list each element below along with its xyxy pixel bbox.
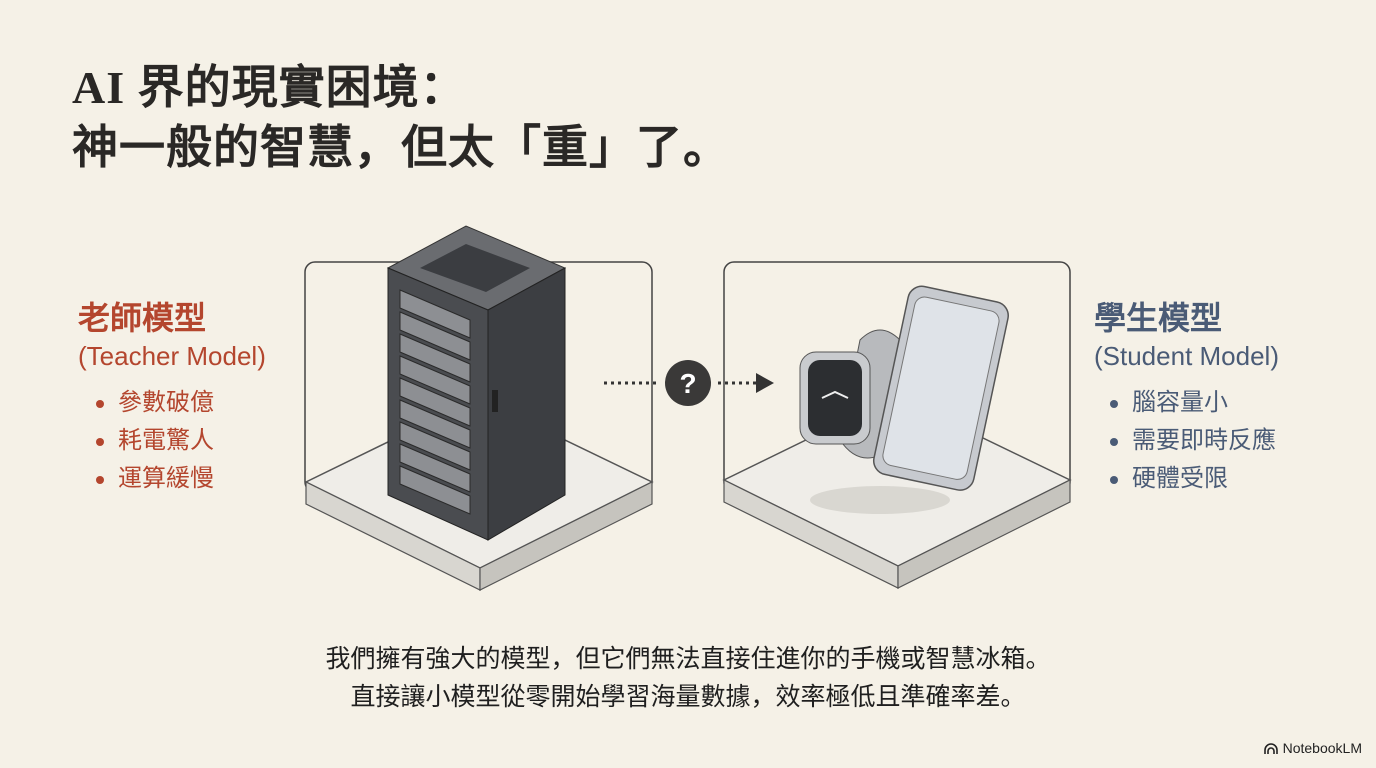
list-item: 參數破億 [96, 384, 266, 422]
student-model-info: 學生模型 (Student Model) 腦容量小 需要即時反應 硬體受限 [1094, 298, 1279, 498]
teacher-points: 參數破億 耗電驚人 運算緩慢 [96, 384, 266, 498]
teacher-model-info: 老師模型 (Teacher Model) 參數破億 耗電驚人 運算緩慢 [78, 298, 266, 498]
caption: 我們擁有強大的模型，但它們無法直接住進你的手機或智慧冰箱。 直接讓小模型從零開始… [0, 640, 1376, 716]
caption-line-2: 直接讓小模型從零開始學習海量數據，效率極低且準確率差。 [350, 683, 1026, 711]
teacher-model-subtitle: (Teacher Model) [78, 341, 266, 371]
list-item: 運算緩慢 [96, 460, 266, 498]
notebooklm-icon [1263, 742, 1278, 754]
notebooklm-logo: NotebookLM [1263, 740, 1362, 756]
question-mark: ? [679, 368, 696, 399]
title-line-2: 神一般的智慧，但太「重」了。 [72, 122, 730, 173]
server-rack-icon [386, 225, 567, 541]
dotted-arrow: ? [604, 360, 774, 406]
logo-text: NotebookLM [1282, 740, 1362, 756]
question-icon [665, 360, 711, 406]
title-line-1: AI 界的現實困境： [72, 62, 467, 113]
smartwatch-icon [799, 329, 901, 459]
page-title: AI 界的現實困境： 神一般的智慧，但太「重」了。 [72, 58, 730, 178]
list-item: 硬體受限 [1110, 460, 1279, 498]
student-model-subtitle: (Student Model) [1094, 341, 1279, 371]
list-item: 需要即時反應 [1110, 422, 1279, 460]
smartphone-icon [872, 285, 1009, 491]
teacher-model-title: 老師模型 [78, 300, 207, 336]
caption-line-1: 我們擁有強大的模型，但它們無法直接住進你的手機或智慧冰箱。 [325, 645, 1051, 673]
list-item: 腦容量小 [1110, 384, 1279, 422]
list-item: 耗電驚人 [96, 422, 266, 460]
student-points: 腦容量小 需要即時反應 硬體受限 [1110, 384, 1279, 498]
student-model-title: 學生模型 [1094, 300, 1223, 336]
